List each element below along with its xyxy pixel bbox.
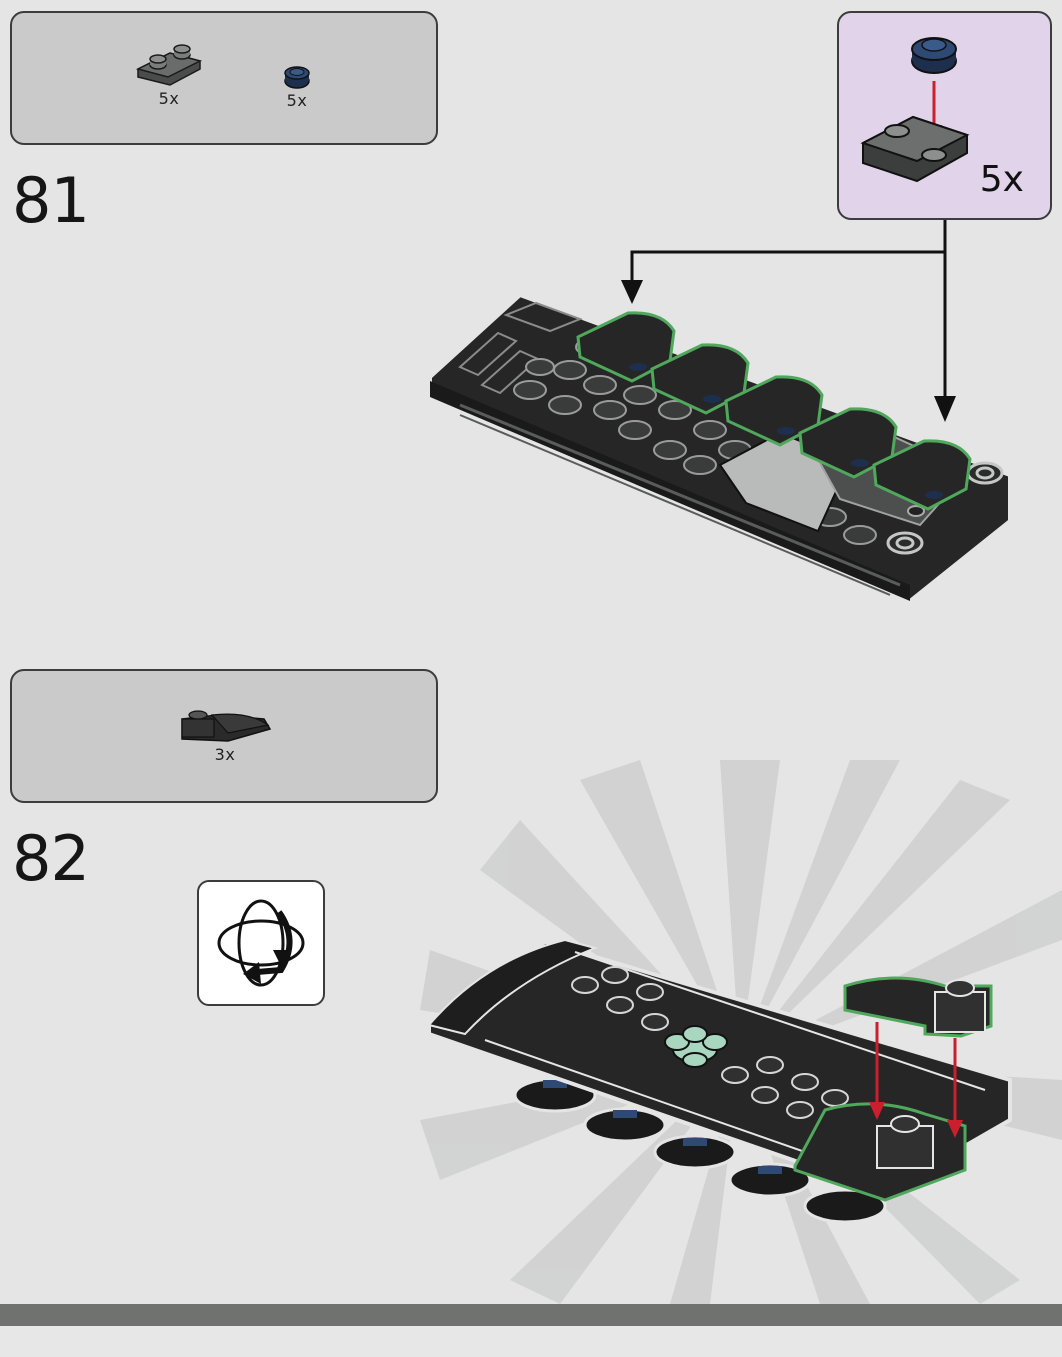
step-number: 82 xyxy=(12,822,90,895)
round-plate-1x1 xyxy=(911,37,957,74)
part-qty: 5x xyxy=(158,89,180,108)
page-footer-bar xyxy=(0,1304,1062,1326)
part-qty: 3x xyxy=(214,745,236,764)
subassembly-qty: 5x xyxy=(979,159,1024,200)
installed-curved-slope xyxy=(793,1102,967,1202)
new-parts-highlight xyxy=(576,311,972,511)
rotate-icon xyxy=(217,899,305,987)
part-inverted-slope: 5x xyxy=(134,39,204,108)
rotate-model-indicator xyxy=(197,880,325,1006)
inverted-slope-1x2 xyxy=(860,115,970,183)
subassembly-callout: 5x xyxy=(837,11,1052,220)
part-curved-slope: 3x xyxy=(178,705,272,764)
round-plate-icon xyxy=(284,66,310,89)
step-82-model xyxy=(427,938,1012,1224)
parts-list-step-82: 3x xyxy=(10,669,438,803)
parts-list-step-81: 5x 5x xyxy=(10,11,438,145)
curved-slope-icon xyxy=(181,710,272,742)
step-81-placement-arrows xyxy=(621,220,956,422)
step-number: 81 xyxy=(12,164,90,237)
flower-plate xyxy=(664,1025,728,1068)
subassembly-illustration xyxy=(860,37,970,183)
step-81-model xyxy=(428,292,1012,604)
part-qty: 5x xyxy=(286,91,308,110)
inverted-slope-icon xyxy=(135,44,203,86)
part-round-plate: 5x xyxy=(280,63,314,110)
page-footer xyxy=(0,1326,1062,1357)
incoming-curved-slope xyxy=(843,976,993,1038)
